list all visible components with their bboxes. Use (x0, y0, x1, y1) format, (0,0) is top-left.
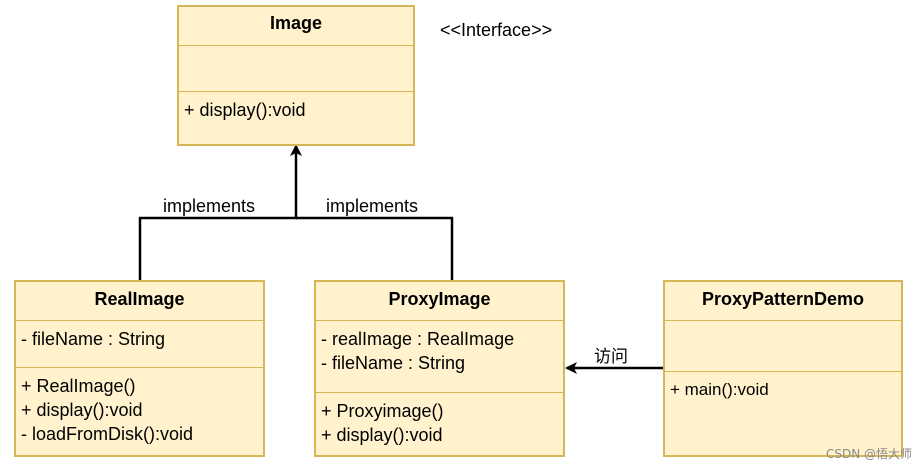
class-image-name: Image (269, 13, 323, 33)
implements-line-proxyimage (296, 216, 454, 280)
implements-label-left: implements (163, 196, 256, 216)
class-proxypatterndemo[interactable]: ProxyPatternDemo + main():void (663, 280, 903, 457)
class-proxyimage-name: ProxyImage (388, 289, 491, 309)
class-realimage-method: + display():void (21, 400, 143, 420)
class-image-attributes (179, 45, 413, 91)
class-image[interactable]: Image + display():void (177, 5, 415, 146)
class-proxypatterndemo-attributes (665, 320, 901, 371)
implements-label-right: implements (326, 196, 419, 216)
class-proxyimage[interactable]: ProxyImage - realImage : RealImage - fil… (314, 280, 565, 457)
class-image-methods: + display():void (179, 91, 413, 122)
class-realimage-method: + RealImage() (21, 376, 136, 396)
class-image-method: + display():void (184, 100, 306, 120)
watermark: CSDN @悟大师 (825, 447, 912, 461)
class-proxyimage-attribute: - fileName : String (321, 353, 466, 373)
class-proxyimage-attributes: - realImage : RealImage - fileName : Str… (316, 320, 563, 392)
class-proxypatterndemo-methods: + main():void (665, 371, 901, 402)
class-realimage[interactable]: RealImage - fileName : String + RealImag… (14, 280, 265, 457)
class-proxyimage-method: + display():void (321, 425, 443, 445)
class-proxyimage-method: + Proxyimage() (321, 401, 444, 421)
implements-line-realimage (138, 144, 302, 280)
class-realimage-name: RealImage (94, 289, 185, 309)
interface-stereotype: <<Interface>> (440, 20, 553, 40)
class-realimage-methods: + RealImage() + display():void - loadFro… (16, 367, 263, 446)
access-label: 访问 (594, 347, 628, 367)
class-realimage-method: - loadFromDisk():void (21, 424, 194, 444)
class-proxypatterndemo-name: ProxyPatternDemo (701, 289, 865, 309)
class-realimage-attribute: - fileName : String (21, 329, 166, 349)
class-proxyimage-attribute: - realImage : RealImage (321, 329, 515, 349)
class-proxypatterndemo-method: + main():void (670, 380, 769, 399)
class-proxyimage-methods: + Proxyimage() + display():void (316, 392, 563, 447)
class-realimage-attributes: - fileName : String (16, 320, 263, 367)
